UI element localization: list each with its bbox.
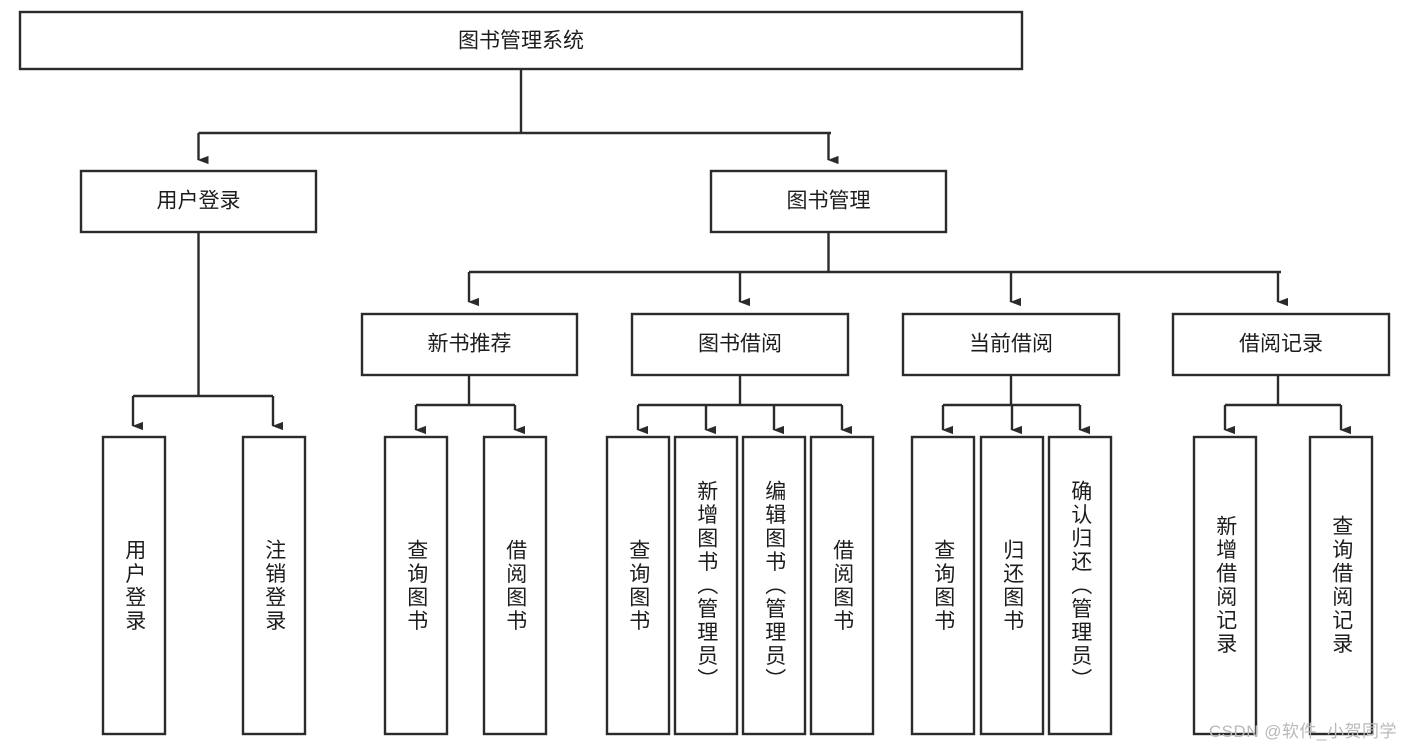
node-root-box[interactable] [18,10,1024,71]
node-root-label: 图书管理系统 [458,30,584,53]
connector-group-user-login [131,232,283,431]
node-new-book-recommend-box[interactable] [360,312,579,377]
node-current-borrow[interactable]: 当前借阅 [901,312,1121,377]
connector-group-root [197,69,839,165]
node-book-management-label: 图书管理 [787,190,871,213]
connector-group-current-borrow [941,375,1090,435]
leaf-box-add-borrow-record[interactable] [1192,435,1258,736]
node-current-borrow-label: 当前借阅 [969,333,1053,356]
connector-group-book-borrow [636,375,852,435]
leaf-box-add-book-admin[interactable] [673,435,739,736]
connector-group-new-book-recommend [414,375,525,435]
leaf-box-query-book-recommend[interactable] [383,435,449,736]
leaf-box-query-borrow-record[interactable] [1308,435,1374,736]
node-book-borrow[interactable]: 图书借阅 [630,312,850,377]
leaf-box-user-logout[interactable] [241,435,307,736]
leaf-box-query-book-current[interactable] [910,435,976,736]
node-borrow-records-box[interactable] [1171,312,1391,377]
node-book-borrow-box[interactable] [630,312,850,377]
leaf-box-borrow-book-recommend[interactable] [482,435,548,736]
csdn-watermark: CSDN @软件_小贺同学 [1208,722,1397,741]
node-new-book-recommend[interactable]: 新书推荐 [360,312,579,377]
node-book-management[interactable]: 图书管理 [709,169,948,234]
node-book-management-box[interactable] [709,169,948,234]
node-borrow-records[interactable]: 借阅记录 [1171,312,1391,377]
node-root[interactable]: 图书管理系统 [18,10,1024,71]
leaf-box-edit-book-admin[interactable] [741,435,807,736]
node-user-login[interactable]: 用户登录 [79,169,318,234]
node-user-login-label: 用户登录 [157,190,241,213]
node-current-borrow-box[interactable] [901,312,1121,377]
connector-group-book-management [467,232,1288,307]
leaf-box-borrow-book[interactable] [809,435,875,736]
leaf-box-confirm-return-admin[interactable] [1047,435,1113,736]
node-user-login-box[interactable] [79,169,318,234]
node-new-book-recommend-label: 新书推荐 [428,333,512,356]
connector-group-borrow-records [1223,375,1351,435]
leaf-box-return-book[interactable] [979,435,1045,736]
leaf-box-query-book-borrow[interactable] [605,435,671,736]
node-book-borrow-label: 图书借阅 [698,333,782,356]
node-borrow-records-label: 借阅记录 [1239,333,1323,356]
leaf-box-group [101,435,1374,736]
leaf-box-user-login[interactable] [101,435,167,736]
